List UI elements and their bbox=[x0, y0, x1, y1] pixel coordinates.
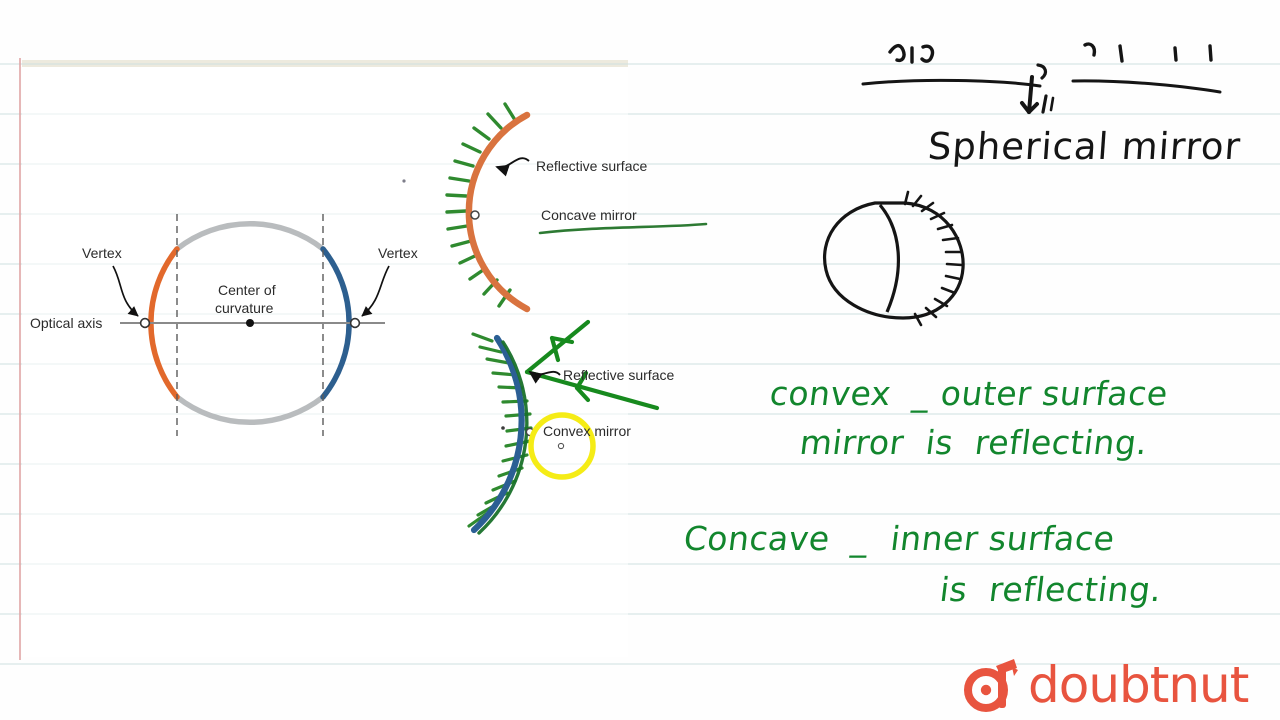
doubtnut-mark-icon bbox=[964, 659, 1018, 712]
doubtnut-logo[interactable]: doubtnut bbox=[962, 655, 1262, 715]
doubtnut-wordmark: doubtnut bbox=[1028, 656, 1249, 714]
